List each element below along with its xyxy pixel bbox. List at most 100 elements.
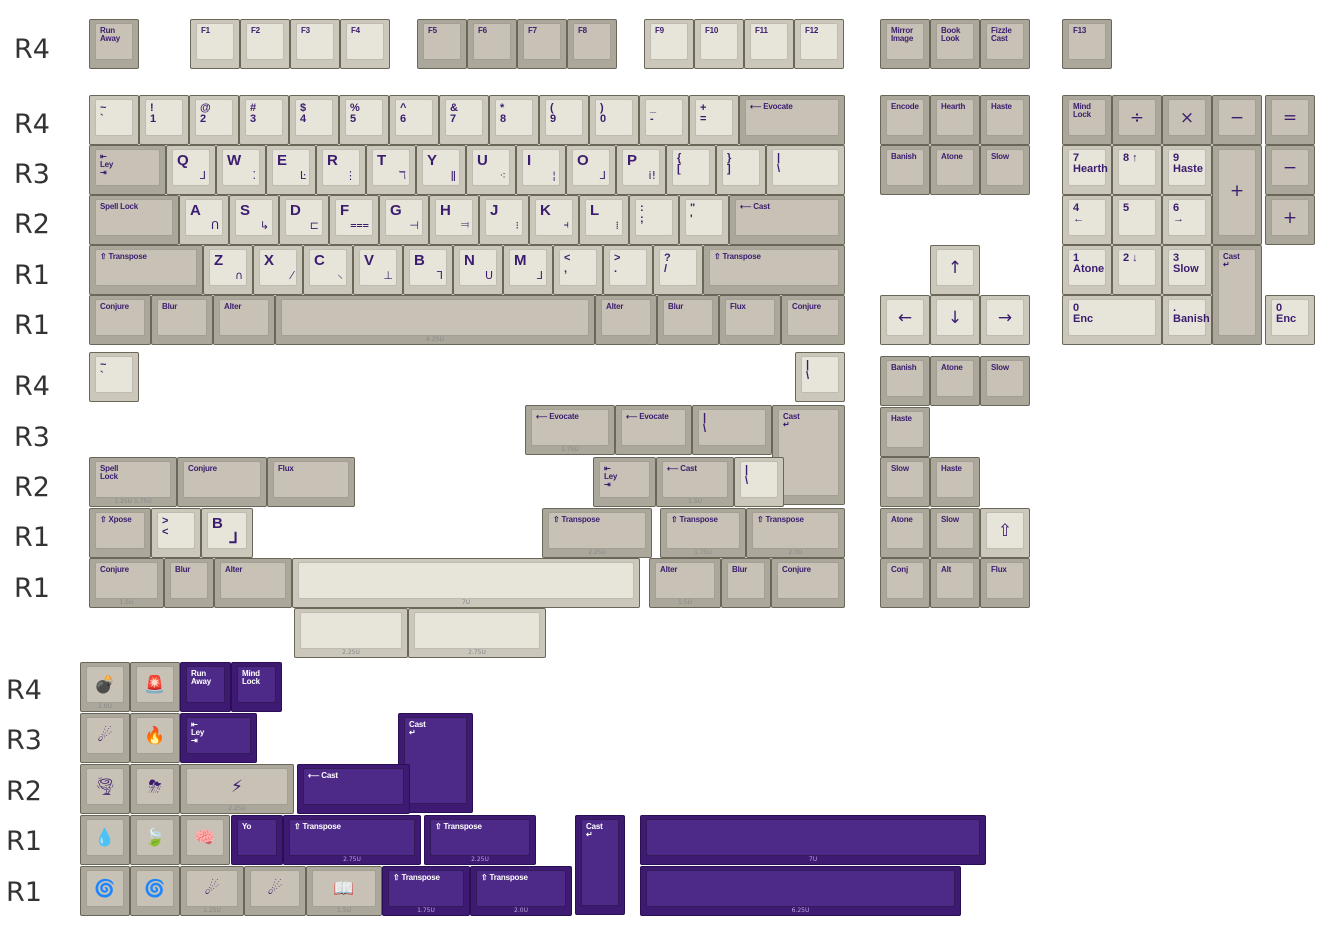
keycap-top	[663, 299, 713, 336]
row-label: R2	[14, 209, 50, 240]
keycap-top	[1271, 149, 1309, 186]
keycap-top	[646, 819, 980, 856]
keycap: F6	[467, 19, 517, 69]
key-legend: J	[490, 202, 499, 219]
keycap-top	[659, 249, 697, 286]
keycap-top	[219, 299, 269, 336]
keycap-top	[509, 249, 547, 286]
keycap: F1	[190, 19, 240, 69]
key-icon: ☄	[204, 879, 220, 900]
keycap-top	[986, 149, 1024, 186]
keycap-top	[745, 99, 839, 136]
key-icon: 🚨	[144, 675, 166, 696]
keycap-top	[1168, 199, 1206, 236]
keycap-top	[300, 612, 402, 649]
keycap-top	[395, 99, 433, 136]
keycap-top	[1271, 99, 1309, 136]
keycap-top	[646, 870, 955, 907]
keycap-top	[309, 249, 347, 286]
keycap: . Banish	[1162, 295, 1212, 345]
keycap-top	[246, 23, 284, 60]
key-legend: > <	[162, 515, 169, 538]
row-label: R3	[14, 159, 50, 190]
key-legend: Spell Lock	[100, 202, 139, 211]
key-legend: F3	[301, 26, 310, 35]
keycap-top	[388, 870, 464, 907]
keycap-top	[735, 199, 839, 236]
key-legend: ! 1	[150, 102, 157, 125]
keycap-top	[666, 512, 740, 549]
keycap-top	[473, 23, 511, 60]
keycap: R⋮	[316, 145, 366, 195]
keycap-top	[936, 461, 974, 498]
keycap: 6.25U	[275, 295, 595, 345]
keycap: Banish	[880, 356, 930, 406]
key-legend: ⇧ Transpose	[757, 515, 804, 524]
keycap-top	[136, 717, 174, 754]
keycap-top	[95, 249, 197, 286]
keycap: 9 Haste	[1162, 145, 1212, 195]
row-label: R1	[6, 826, 42, 857]
keycap: F4	[340, 19, 390, 69]
keycap-top	[886, 562, 924, 599]
keycap-top	[986, 562, 1024, 599]
keycap: Alt	[930, 558, 980, 608]
keycap-top	[522, 149, 560, 186]
key-legend: ) 0	[600, 102, 607, 125]
keycap-top	[1218, 249, 1256, 336]
keycap: | \	[734, 457, 784, 507]
keycap-top	[220, 562, 286, 599]
keycap: 0 Enc	[1062, 295, 1162, 345]
keycap: Run Away	[180, 662, 231, 712]
keycap: ☄	[80, 713, 130, 763]
keycap-top	[435, 199, 473, 236]
keycap: : ;	[629, 195, 679, 245]
keycap: 2 ↓	[1112, 245, 1162, 295]
key-legend: ⟵ Evocate	[750, 102, 793, 111]
keycap-top	[722, 149, 760, 186]
keycap: Yo	[231, 815, 283, 865]
key-legend: H	[440, 202, 451, 219]
keycap: Conjure	[781, 295, 845, 345]
key-legend: ⇧ Transpose	[714, 252, 761, 261]
keycap-top	[1168, 149, 1206, 186]
key-legend: _ -	[650, 102, 657, 125]
keycap-top	[1271, 199, 1309, 236]
keycap: ×	[1162, 95, 1212, 145]
keycap-top	[86, 870, 124, 907]
keycap: F8	[567, 19, 617, 69]
key-glyph: ∩	[234, 269, 243, 282]
keycap-top	[1068, 299, 1156, 336]
key-glyph: ℸ	[398, 169, 406, 182]
keycap: Banish	[880, 145, 930, 195]
keycap: Cast ↵	[1212, 245, 1262, 345]
key-legend: G	[390, 202, 402, 219]
key-glyph: ⊥	[383, 269, 393, 282]
keycap: Conj	[880, 558, 930, 608]
keycap: F7	[517, 19, 567, 69]
keycap-top	[495, 99, 533, 136]
keycap: ~ `	[89, 95, 139, 145]
keycap: =	[1265, 95, 1315, 145]
keycap-top	[886, 360, 924, 397]
key-size-label: 1.25U	[203, 907, 221, 914]
keycap-top	[559, 249, 597, 286]
keycap-top	[662, 461, 728, 498]
keycap: 5	[1112, 195, 1162, 245]
keycap: ↑	[930, 245, 980, 295]
key-legend: L	[590, 202, 600, 219]
key-glyph: ᑎ	[210, 219, 219, 232]
key-size-label: 2.0U	[788, 549, 803, 556]
keycap: @ 2	[189, 95, 239, 145]
key-icon: =	[1282, 108, 1298, 129]
key-legend: Conj	[891, 565, 908, 574]
key-legend: Atone	[941, 363, 963, 372]
key-legend: V	[364, 252, 375, 269]
keycap-top	[1218, 99, 1256, 136]
key-legend: ~ `	[100, 102, 107, 125]
